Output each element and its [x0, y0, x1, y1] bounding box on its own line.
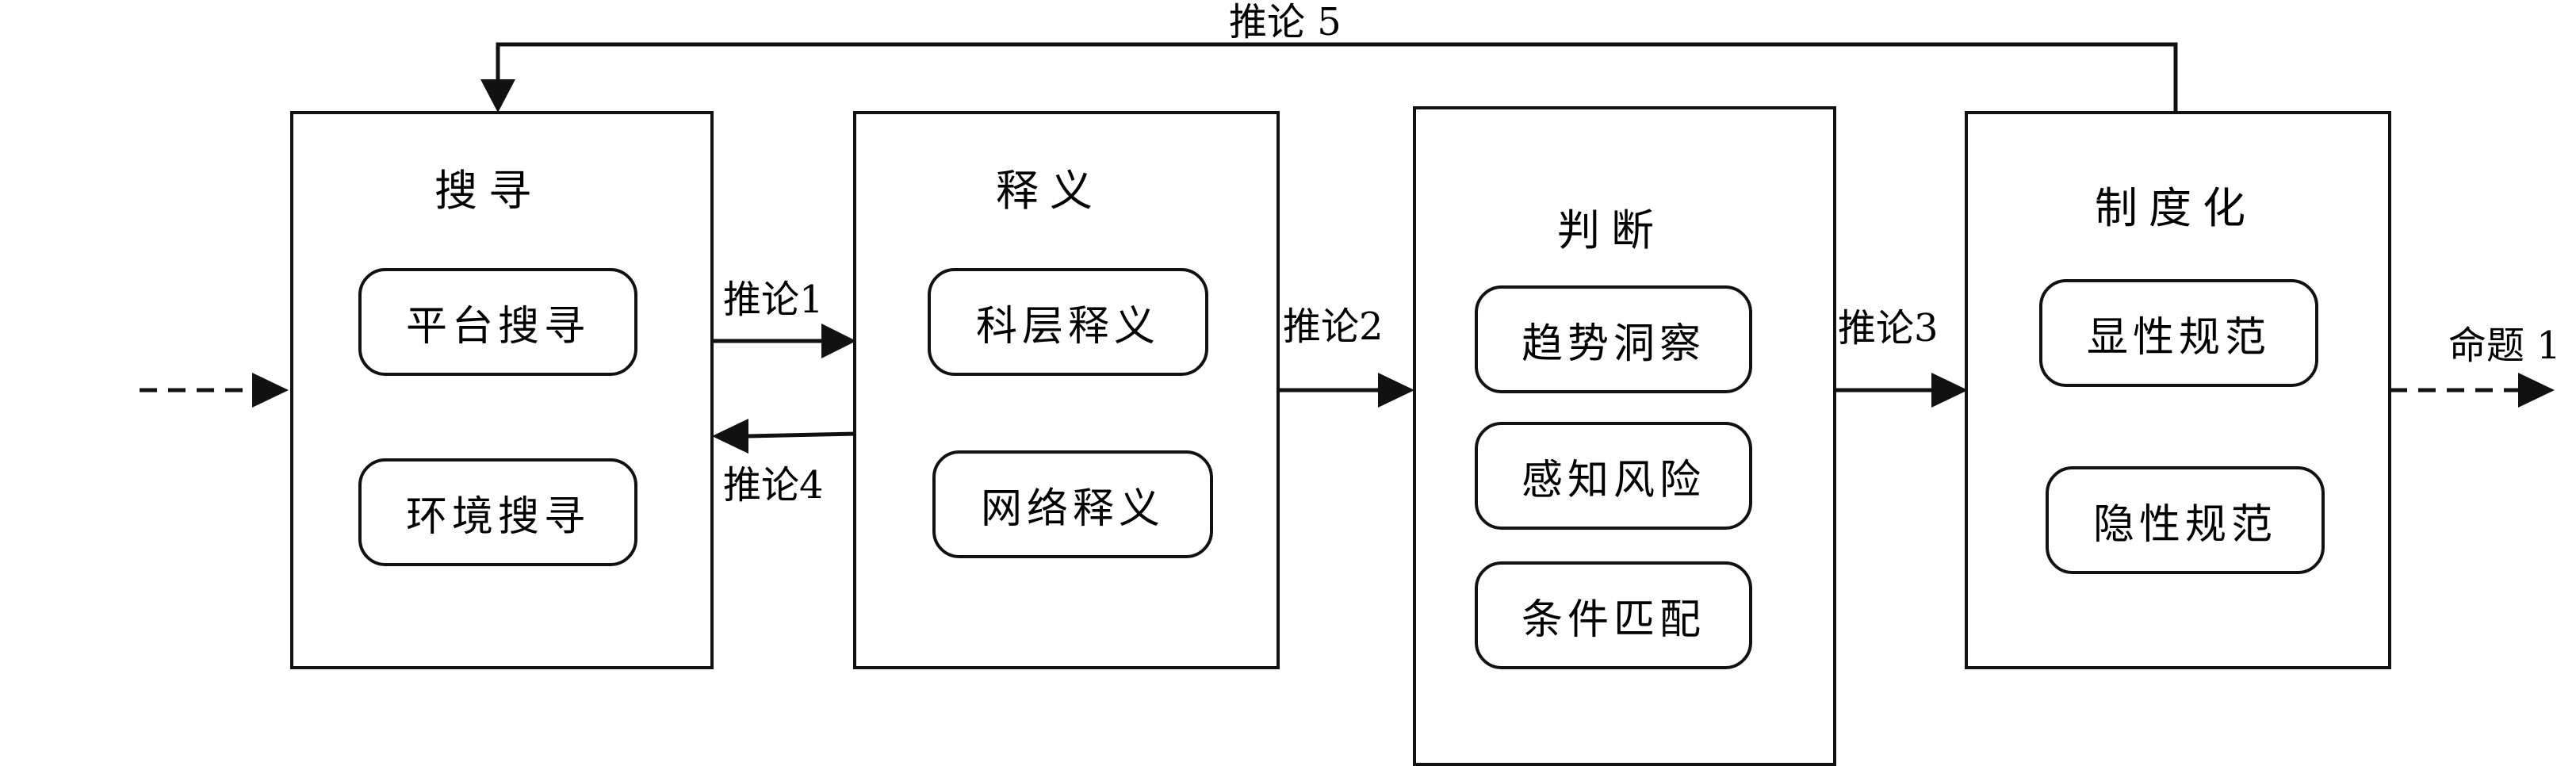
stage-judge-title: 判断 [1557, 205, 1665, 255]
stage-institutionalize-item-implicit: 隐性规范 [2046, 466, 2325, 574]
stage-interpret-box [853, 111, 1280, 669]
stage-interpret-item-network: 网络释义 [932, 450, 1213, 558]
inference2-label: 推论2 [1283, 304, 1384, 349]
stage-interpret-title: 释义 [996, 166, 1104, 216]
stage-institutionalize-title: 制度化 [2095, 183, 2256, 233]
input-arrow [140, 373, 289, 408]
output-label: 命题 1 [2448, 324, 2561, 368]
stage-search-title: 搜寻 [434, 166, 542, 216]
stage-judge-item-trend: 趋势洞察 [1475, 285, 1752, 393]
stage-institutionalize-item-explicit: 显性规范 [2039, 279, 2318, 387]
inference3-arrow [1835, 373, 1968, 408]
stage-interpret-item-bureaucratic: 科层释义 [928, 268, 1208, 376]
inference4-label: 推论4 [723, 463, 824, 507]
inference1-label: 推论1 [723, 278, 824, 322]
stage-judge-item-risk: 感知风险 [1475, 422, 1752, 530]
inference5-label: 推论 5 [1229, 0, 1342, 44]
stage-institutionalize-box [1965, 111, 2391, 669]
inference2-arrow [1277, 373, 1414, 408]
inference1-arrow [712, 324, 856, 358]
output-arrow [2390, 373, 2555, 408]
inference5-arrow [480, 42, 2178, 113]
stage-judge-item-match: 条件匹配 [1475, 561, 1752, 669]
inference3-label: 推论3 [1838, 306, 1939, 350]
stage-search-item-environment: 环境搜寻 [358, 458, 637, 566]
inference4-arrow [712, 419, 857, 454]
stage-search-item-platform: 平台搜寻 [358, 268, 637, 376]
stage-search-box [290, 111, 714, 669]
